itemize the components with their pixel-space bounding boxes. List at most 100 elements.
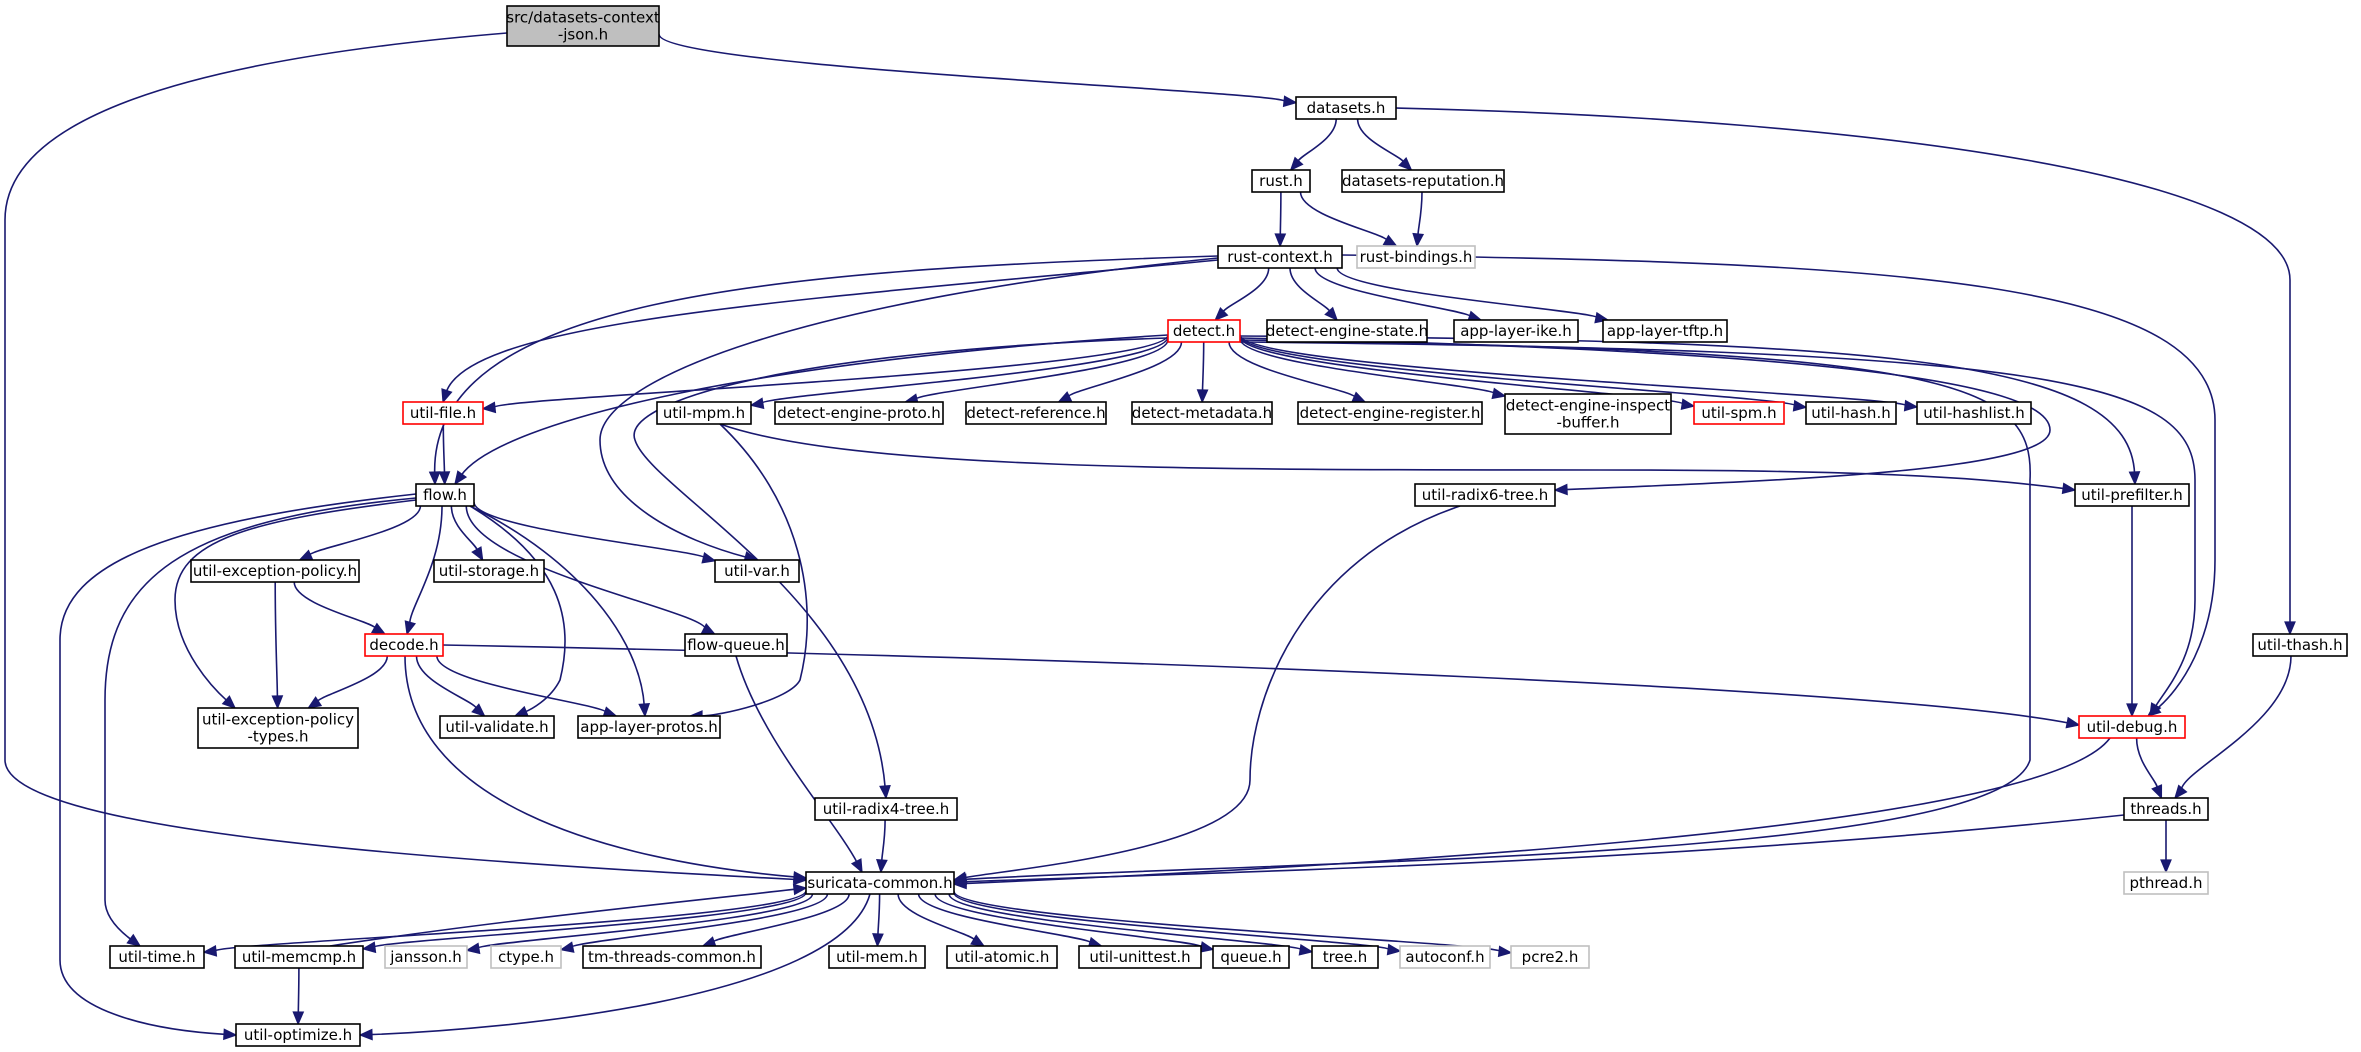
edge-rust-context-to-util-var-line bbox=[599, 257, 1219, 559]
node-util-unittest[interactable]: util-unittest.h bbox=[1078, 945, 1202, 969]
node-util-time[interactable]: util-time.h bbox=[109, 945, 205, 969]
node-datasets[interactable]: datasets.h bbox=[1295, 96, 1397, 120]
node-tree-label: tree.h bbox=[1323, 948, 1367, 966]
edge-rust-context-to-app-layer-ike-line bbox=[1314, 267, 1473, 318]
node-autoconf[interactable]: autoconf.h bbox=[1399, 945, 1491, 969]
node-datasets-rep[interactable]: datasets-reputation.h bbox=[1341, 169, 1505, 193]
node-util-validate-label: util-validate.h bbox=[445, 718, 548, 736]
node-app-layer-ike[interactable]: app-layer-ike.h bbox=[1453, 319, 1579, 343]
edge-flow-to-util-storage-line bbox=[450, 505, 479, 552]
edge-rust-context-to-util-file-arrowhead bbox=[441, 388, 453, 404]
node-util-exception-policy[interactable]: util-exception-policy.h bbox=[190, 559, 360, 583]
node-detect-reference-label: detect-reference.h bbox=[966, 404, 1105, 422]
node-util-radix6-tree[interactable]: util-radix6-tree.h bbox=[1414, 483, 1556, 507]
node-tm-threads-common[interactable]: tm-threads-common.h bbox=[582, 945, 762, 969]
node-app-layer-protos[interactable]: app-layer-protos.h bbox=[577, 715, 721, 739]
node-util-exception-policy-types[interactable]: util-exception-policy-types.h bbox=[197, 707, 359, 749]
node-util-thash-box bbox=[2252, 633, 2348, 657]
node-detect-engine-inspect-buffer-box bbox=[1504, 393, 1672, 435]
node-detect-reference[interactable]: detect-reference.h bbox=[965, 401, 1107, 425]
node-threads[interactable]: threads.h bbox=[2123, 797, 2209, 821]
edge-detect-to-detect-metadata-line bbox=[1201, 341, 1205, 393]
node-queue[interactable]: queue.h bbox=[1212, 945, 1290, 969]
node-util-prefilter[interactable]: util-prefilter.h bbox=[2074, 483, 2190, 507]
edge-detect-to-util-mpm-arrowhead bbox=[749, 397, 765, 410]
node-root[interactable]: src/datasets-context-json.h bbox=[506, 5, 660, 47]
node-rust-context[interactable]: rust-context.h bbox=[1217, 245, 1343, 269]
node-util-memcmp-label: util-memcmp.h bbox=[242, 948, 356, 966]
node-flow-queue-label: flow-queue.h bbox=[687, 636, 785, 654]
edge-util-exception-policy-to-decode-arrowhead bbox=[370, 622, 387, 635]
node-util-radix4-tree[interactable]: util-radix4-tree.h bbox=[814, 797, 958, 821]
node-detect-engine-register[interactable]: detect-engine-register.h bbox=[1297, 401, 1483, 425]
node-tree[interactable]: tree.h bbox=[1311, 945, 1379, 969]
node-util-spm[interactable]: util-spm.h bbox=[1693, 401, 1785, 425]
node-jansson[interactable]: jansson.h bbox=[384, 945, 468, 969]
node-util-debug[interactable]: util-debug.h bbox=[2078, 715, 2186, 739]
node-rust-box bbox=[1251, 169, 1311, 193]
edge-flow-to-util-exception-policy-types bbox=[174, 499, 417, 710]
node-detect-metadata[interactable]: detect-metadata.h bbox=[1131, 401, 1273, 425]
node-detect-engine-inspect-buffer[interactable]: detect-engine-inspect-buffer.h bbox=[1504, 393, 1672, 435]
edge-util-debug-to-threads-arrowhead bbox=[2151, 784, 2163, 800]
node-decode[interactable]: decode.h bbox=[364, 633, 444, 657]
nodes-layer: src/datasets-context-json.h datasets.h rus… bbox=[109, 5, 2348, 1047]
node-util-storage[interactable]: util-storage.h bbox=[433, 559, 545, 583]
node-util-memcmp[interactable]: util-memcmp.h bbox=[234, 945, 364, 969]
edge-flow-to-util-storage-arrowhead bbox=[471, 546, 484, 562]
edge-util-file-to-flow-line bbox=[442, 423, 446, 475]
node-rust-context-box bbox=[1217, 245, 1343, 269]
edge-suricata-common-to-util-memcmp bbox=[361, 892, 807, 954]
edge-detect-to-util-file-line bbox=[492, 334, 1169, 409]
node-detect-engine-proto-label: detect-engine-proto.h bbox=[777, 404, 941, 422]
node-detect-engine-proto[interactable]: detect-engine-proto.h bbox=[774, 401, 944, 425]
node-rust[interactable]: rust.h bbox=[1251, 169, 1311, 193]
node-util-hashlist[interactable]: util-hashlist.h bbox=[1916, 401, 2032, 425]
edge-detect-to-detect-engine-register-line bbox=[1228, 341, 1357, 399]
node-suricata-common[interactable]: suricata-common.h bbox=[805, 871, 955, 895]
node-rust-bindings[interactable]: rust-bindings.h bbox=[1356, 245, 1476, 269]
node-ctype[interactable]: ctype.h bbox=[490, 945, 562, 969]
node-util-mpm-box bbox=[656, 401, 752, 425]
node-threads-box bbox=[2123, 797, 2209, 821]
node-util-optimize[interactable]: util-optimize.h bbox=[235, 1023, 361, 1047]
node-datasets-rep-box bbox=[1341, 169, 1505, 193]
node-util-var[interactable]: util-var.h bbox=[714, 559, 800, 583]
node-flow-queue[interactable]: flow-queue.h bbox=[684, 633, 788, 657]
edge-suricata-common-to-util-unittest bbox=[917, 893, 1103, 949]
node-util-exception-policy-types-label-line-2: -types.h bbox=[247, 728, 308, 746]
edge-util-debug-to-threads bbox=[2135, 737, 2163, 800]
edge-suricata-common-to-ctype-arrowhead bbox=[559, 941, 575, 953]
edge-decode-to-suricata-common bbox=[404, 655, 808, 883]
node-pcre2[interactable]: pcre2.h bbox=[1510, 945, 1590, 969]
edge-util-prefilter-to-util-debug-arrowhead bbox=[2126, 703, 2138, 718]
node-detect-engine-state[interactable]: detect-engine-state.h bbox=[1266, 319, 1428, 343]
node-app-layer-tftp[interactable]: app-layer-tftp.h bbox=[1602, 319, 1728, 343]
node-util-unittest-label: util-unittest.h bbox=[1089, 948, 1190, 966]
edge-suricata-common-to-util-atomic-arrowhead bbox=[970, 934, 986, 947]
node-detect-metadata-box bbox=[1131, 401, 1273, 425]
node-ctype-label: ctype.h bbox=[498, 948, 554, 966]
edge-detect-to-flow-arrowhead bbox=[454, 470, 468, 486]
node-detect[interactable]: detect.h bbox=[1167, 319, 1241, 343]
node-util-atomic[interactable]: util-atomic.h bbox=[946, 945, 1058, 969]
edge-datasets-to-datasets-rep bbox=[1356, 118, 1413, 172]
node-pthread-box bbox=[2123, 871, 2209, 895]
node-flow[interactable]: flow.h bbox=[415, 483, 475, 507]
edge-suricata-common-to-util-mem bbox=[872, 893, 884, 948]
edge-suricata-common-to-tm-threads-common-line bbox=[711, 893, 850, 944]
node-util-file[interactable]: util-file.h bbox=[402, 401, 484, 425]
node-util-mpm[interactable]: util-mpm.h bbox=[656, 401, 752, 425]
node-util-mem[interactable]: util-mem.h bbox=[828, 945, 926, 969]
node-pthread[interactable]: pthread.h bbox=[2123, 871, 2209, 895]
node-util-thash[interactable]: util-thash.h bbox=[2252, 633, 2348, 657]
node-rust-bindings-label: rust-bindings.h bbox=[1360, 248, 1473, 266]
edge-flow-to-util-optimize-line bbox=[59, 493, 417, 1036]
node-util-validate[interactable]: util-validate.h bbox=[439, 715, 555, 739]
node-detect-reference-box bbox=[965, 401, 1107, 425]
node-util-hash[interactable]: util-hash.h bbox=[1805, 401, 1897, 425]
node-util-debug-box bbox=[2078, 715, 2186, 739]
edge-datasets-rep-to-rust-bindings bbox=[1412, 191, 1425, 248]
edge-decode-to-suricata-common-line bbox=[404, 655, 797, 878]
node-jansson-box bbox=[384, 945, 468, 969]
